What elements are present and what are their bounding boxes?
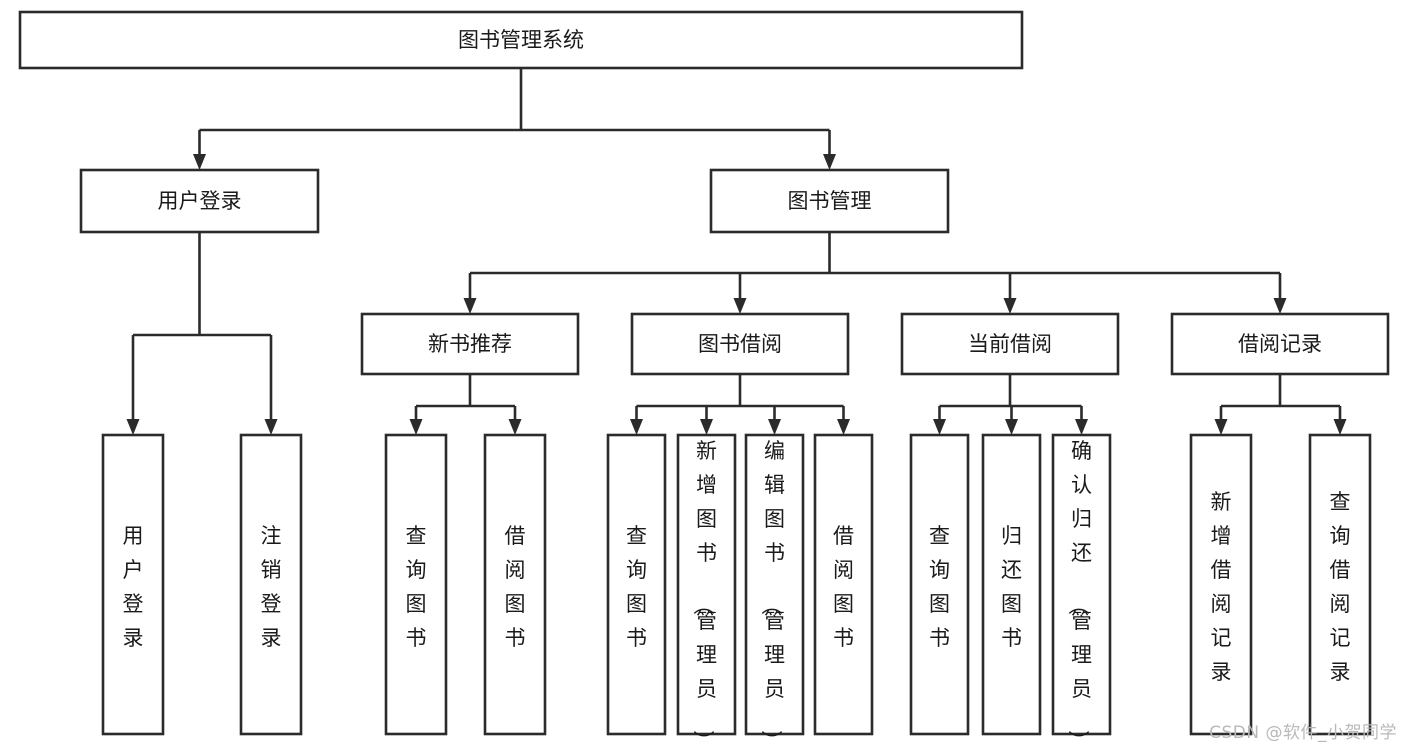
- node-n5[interactable]: 当前借阅: [900, 312, 1120, 376]
- node-n14[interactable]: 借阅图书: [813, 433, 874, 736]
- arrow-head-icon: [630, 419, 643, 435]
- node-box[interactable]: [630, 312, 850, 376]
- node-n16[interactable]: 归还图书: [981, 433, 1042, 736]
- arrow-head-icon: [837, 419, 850, 435]
- node-n11[interactable]: 查询图书: [606, 433, 667, 736]
- node-label: 查询图书: [406, 524, 427, 650]
- node-n7[interactable]: 用户登录: [101, 433, 165, 736]
- node-box[interactable]: [360, 312, 580, 376]
- arrow-head-icon: [700, 419, 713, 435]
- node-n15[interactable]: 查询图书: [909, 433, 970, 736]
- node-n3[interactable]: 新书推荐: [360, 312, 580, 376]
- node-box[interactable]: [1170, 312, 1390, 376]
- node-label: 编辑图书（管理员）: [759, 439, 785, 747]
- node-box[interactable]: [676, 433, 737, 736]
- node-n0[interactable]: 图书管理系统: [18, 10, 1024, 70]
- node-label: 查询图书: [626, 524, 647, 650]
- node-n4[interactable]: 图书借阅: [630, 312, 850, 376]
- node-box[interactable]: [1308, 433, 1372, 736]
- connector-group: [126, 232, 278, 435]
- node-n19[interactable]: 查询借阅记录: [1308, 433, 1372, 736]
- node-box[interactable]: [1051, 433, 1112, 736]
- connector-group: [630, 374, 850, 435]
- node-label: 新增图书（管理员）: [691, 439, 717, 747]
- node-box[interactable]: [101, 433, 165, 736]
- arrow-head-icon: [1003, 298, 1017, 314]
- node-layer: 图书管理系统用户登录图书管理新书推荐图书借阅当前借阅借阅记录用户登录注销登录查询…: [18, 10, 1390, 747]
- node-n12[interactable]: 新增图书（管理员）: [676, 433, 737, 747]
- node-box[interactable]: [813, 433, 874, 736]
- arrow-head-icon: [1214, 419, 1228, 435]
- node-box[interactable]: [1189, 433, 1253, 736]
- connector-group: [463, 232, 1287, 314]
- node-box[interactable]: [384, 433, 448, 736]
- node-label: 图书借阅: [698, 332, 782, 356]
- connector-layer: [126, 68, 1347, 435]
- node-box[interactable]: [239, 433, 303, 736]
- connector-group: [1214, 374, 1347, 435]
- node-n6[interactable]: 借阅记录: [1170, 312, 1390, 376]
- node-box[interactable]: [709, 168, 950, 234]
- node-n1[interactable]: 用户登录: [79, 168, 320, 234]
- arrow-head-icon: [508, 419, 522, 435]
- node-box[interactable]: [18, 10, 1024, 70]
- arrow-head-icon: [463, 298, 477, 314]
- node-box[interactable]: [744, 433, 805, 736]
- node-n13[interactable]: 编辑图书（管理员）: [744, 433, 805, 747]
- node-n18[interactable]: 新增借阅记录: [1189, 433, 1253, 736]
- node-label: 图书管理系统: [458, 28, 584, 52]
- node-label: 归还图书: [1001, 524, 1022, 650]
- node-box[interactable]: [909, 433, 970, 736]
- node-box[interactable]: [900, 312, 1120, 376]
- arrow-head-icon: [193, 154, 206, 170]
- node-box[interactable]: [606, 433, 667, 736]
- arrow-head-icon: [264, 419, 278, 435]
- node-n9[interactable]: 查询图书: [384, 433, 448, 736]
- node-label: 借阅记录: [1238, 332, 1322, 356]
- node-label: 新增借阅记录: [1211, 490, 1232, 684]
- node-label: 借阅图书: [833, 524, 854, 650]
- node-label: 查询图书: [929, 524, 950, 650]
- arrow-head-icon: [933, 419, 946, 435]
- node-n8[interactable]: 注销登录: [239, 433, 303, 736]
- node-box[interactable]: [483, 433, 547, 736]
- node-n2[interactable]: 图书管理: [709, 168, 950, 234]
- node-label: 用户登录: [123, 524, 144, 650]
- arrow-head-icon: [1005, 419, 1018, 435]
- node-label: 借阅图书: [505, 524, 526, 650]
- node-label: 当前借阅: [968, 332, 1052, 356]
- arrow-head-icon: [126, 419, 140, 435]
- node-label: 新书推荐: [428, 332, 512, 356]
- node-n17[interactable]: 确认归还（管理员）: [1051, 433, 1112, 747]
- node-label: 确认归还（管理员）: [1066, 439, 1092, 747]
- arrow-head-icon: [1333, 419, 1347, 435]
- node-label: 用户登录: [158, 189, 242, 213]
- arrow-head-icon: [733, 298, 747, 314]
- arrow-head-icon: [768, 419, 781, 435]
- arrow-head-icon: [409, 419, 423, 435]
- connector-group: [933, 374, 1088, 435]
- node-n10[interactable]: 借阅图书: [483, 433, 547, 736]
- node-label: 查询借阅记录: [1330, 490, 1351, 684]
- node-box[interactable]: [79, 168, 320, 234]
- node-label: 注销登录: [261, 524, 282, 650]
- watermark-label: CSDN @软件_小贺同学: [1209, 723, 1397, 743]
- connector-group: [193, 68, 836, 170]
- arrow-head-icon: [1273, 298, 1287, 314]
- node-box[interactable]: [981, 433, 1042, 736]
- connector-group: [409, 374, 522, 435]
- arrow-head-icon: [823, 154, 836, 170]
- node-label: 图书管理: [788, 189, 872, 213]
- arrow-head-icon: [1075, 419, 1088, 435]
